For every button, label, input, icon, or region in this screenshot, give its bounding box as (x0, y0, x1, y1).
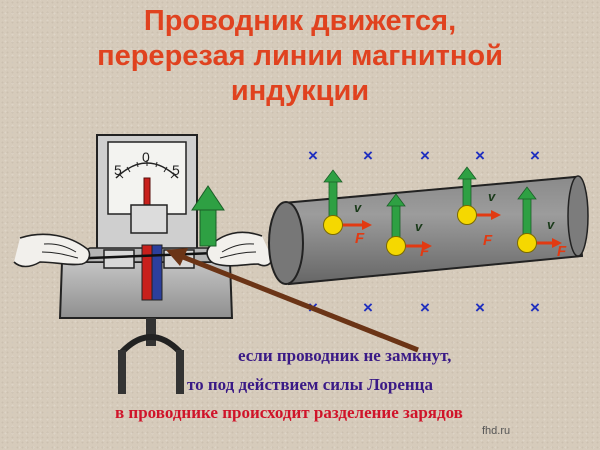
left-hand-finger-1 (43, 243, 77, 253)
meter-scale-label-left: 5 (114, 162, 122, 178)
charge-4 (517, 233, 537, 253)
velocity-arrow-head-2 (386, 193, 406, 207)
title-line-3: индукции (230, 75, 370, 107)
field-cross-3: × (420, 146, 430, 165)
field-cross-2: × (363, 146, 373, 165)
watermark: fhd.ru (482, 425, 511, 437)
magnet-blue-pole (151, 244, 163, 301)
meter-window (130, 204, 168, 234)
galvanometer-apparatus: 5 0 5 (13, 134, 273, 394)
left-hand (13, 233, 91, 268)
force-arrow-head-3 (491, 210, 501, 220)
slide-title: Проводник движется, перерезая линии магн… (0, 4, 600, 109)
left-hand-finger-2 (41, 251, 79, 259)
meter-scale-label-center: 0 (142, 149, 150, 165)
force-arrow-head-2 (422, 241, 432, 251)
meter-scale-label-right: 5 (172, 162, 180, 178)
right-hand-finger-2 (219, 251, 257, 259)
terminal-left (103, 249, 135, 269)
right-hand-finger-1 (221, 243, 255, 253)
field-cross-10: × (530, 298, 540, 317)
cylinder-left-cap (268, 201, 304, 285)
field-cross-5: × (530, 146, 540, 165)
title-line-1: Проводник движется, (143, 5, 457, 37)
stand-leg-left (118, 350, 126, 394)
caption-line-1: если проводник не замкнут, (238, 346, 452, 365)
force-arrow-head-1 (362, 220, 372, 230)
right-hand (206, 231, 273, 267)
meter-ticks (118, 160, 176, 179)
velocity-label-1: v (354, 200, 362, 215)
caption-line-2: то под действием силы Лоренца (187, 375, 433, 394)
velocity-label-4: v (547, 217, 555, 232)
force-label-1: F (355, 230, 365, 247)
motion-up-arrow (191, 185, 225, 247)
charge-1 (323, 215, 343, 235)
field-cross-1: × (308, 146, 318, 165)
velocity-arrow-head-4 (517, 186, 537, 200)
field-cross-7: × (363, 298, 373, 317)
stand-cradle (119, 334, 183, 355)
force-label-2: F (420, 243, 430, 260)
title-line-2: перерезая линии магнитной (97, 40, 503, 72)
force-label-4: F (557, 243, 567, 260)
velocity-arrow-head-1 (323, 169, 343, 183)
stand-leg-right (176, 350, 184, 394)
force-label-3: F (483, 232, 493, 249)
caption-line-3: в проводнике происходит разделение заряд… (115, 403, 463, 422)
cylinder-right-cap (567, 175, 589, 257)
charge-2 (386, 236, 406, 256)
field-cross-4: × (475, 146, 485, 165)
velocity-label-3: v (488, 189, 496, 204)
velocity-label-2: v (415, 219, 423, 234)
conductor-cylinder (268, 175, 589, 286)
stand-post (146, 318, 156, 346)
pointer-arrow (166, 248, 419, 353)
magnet-red-pole (141, 244, 153, 301)
velocity-arrow-head-3 (457, 166, 477, 180)
field-cross-9: × (475, 298, 485, 317)
field-cross-8: × (420, 298, 430, 317)
force-arrow-head-4 (552, 238, 562, 248)
charge-3 (457, 205, 477, 225)
